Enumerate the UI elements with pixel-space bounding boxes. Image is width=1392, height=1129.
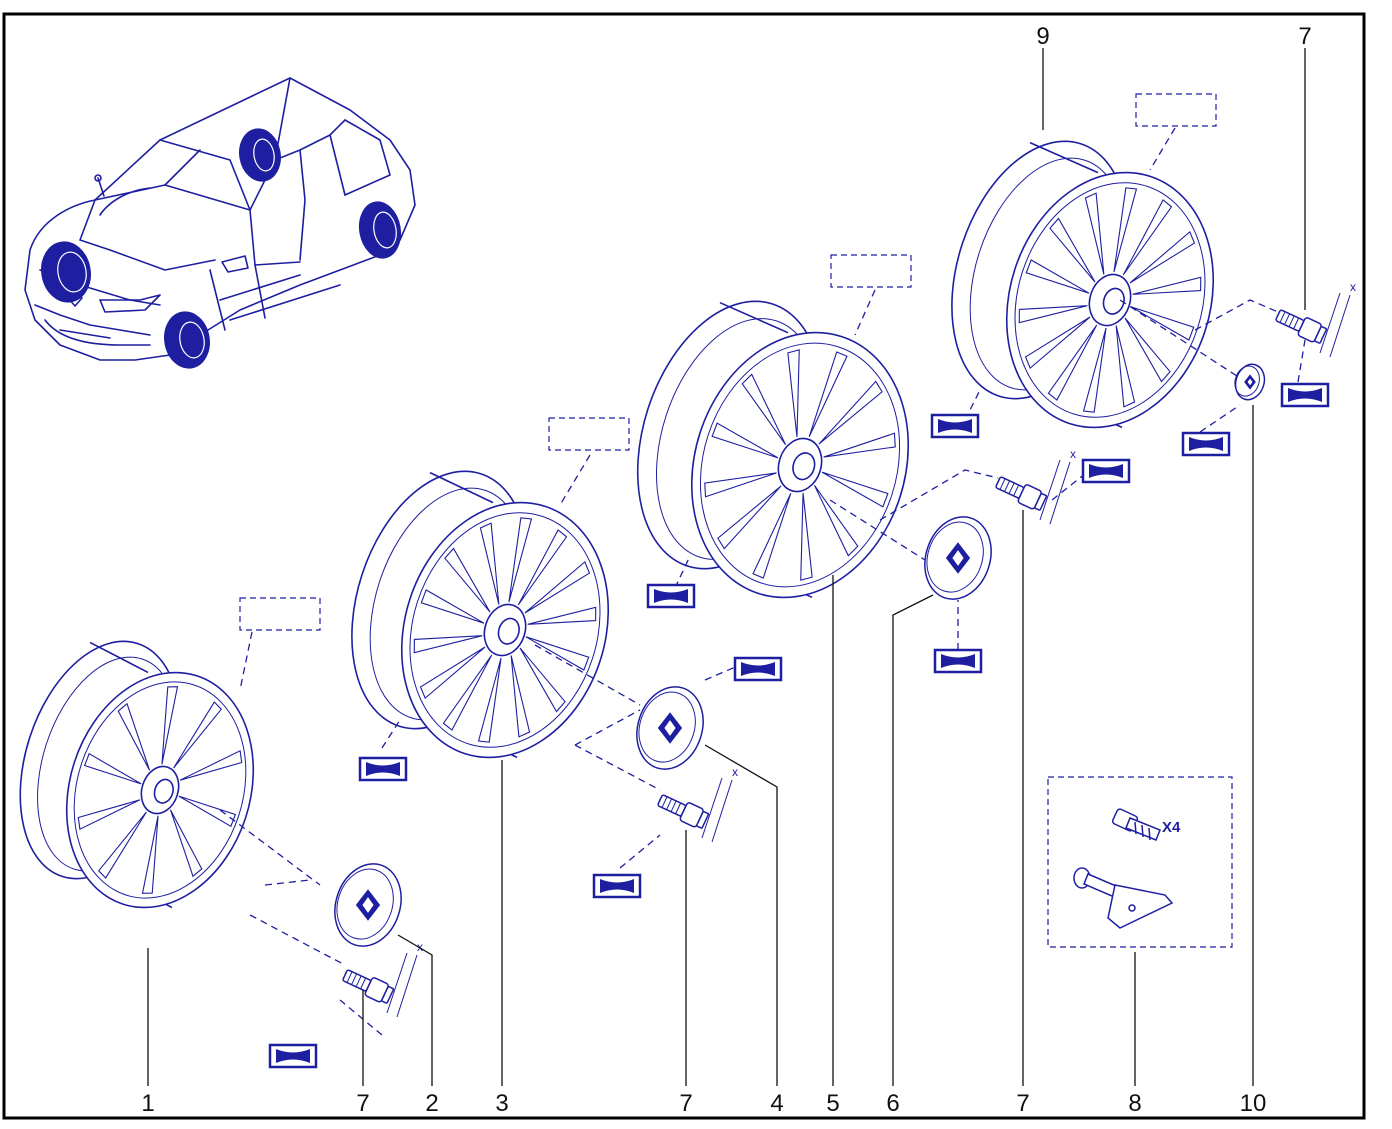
reference-box (930, 413, 980, 439)
leader-line (239, 631, 253, 691)
bolts-group: x x x x (342, 280, 1356, 1018)
wheel-bolt-a: x (342, 940, 423, 1018)
leader-line (381, 719, 401, 749)
reference-box (733, 656, 783, 682)
callout-8: 8 (1128, 1090, 1141, 1117)
leader-line (219, 809, 321, 886)
leader-line (559, 454, 591, 506)
wheels-group (19, 140, 1215, 909)
callout-3: 3 (495, 1090, 508, 1117)
wheel-bolt-b: x (657, 765, 738, 843)
reference-box (1081, 458, 1131, 484)
leader-line (1194, 299, 1279, 331)
reference-box-dashed (548, 417, 630, 451)
callout-2: 2 (425, 1090, 438, 1117)
lock-key-icon (1073, 867, 1174, 929)
kit-quantity-label: X4 (1162, 819, 1181, 836)
leader-line (1297, 339, 1306, 383)
wheel-bolt-d: x (1275, 280, 1356, 358)
torque-mark-a: x (417, 940, 423, 954)
lock-bolt-icon (1111, 808, 1161, 841)
car-illustration (24, 77, 416, 361)
callout-9: 9 (1036, 23, 1049, 50)
callout-7-c: 7 (1016, 1090, 1029, 1117)
leader-line (704, 664, 741, 681)
reference-box-dashed (239, 597, 321, 631)
leader-line (879, 469, 999, 521)
callout-5: 5 (826, 1090, 839, 1117)
callout-4: 4 (770, 1090, 783, 1117)
reference-box (592, 873, 642, 899)
diagram-border (2, 12, 1366, 1120)
reference-box (1280, 382, 1330, 408)
wheel-bolt-c: x (995, 447, 1076, 525)
hub-cap-6 (924, 516, 992, 600)
locking-kit: X4 (1047, 776, 1233, 948)
leader-lines (219, 127, 1306, 1036)
reference-box (268, 1043, 318, 1069)
reference-box (933, 648, 983, 674)
leader-line (534, 644, 641, 706)
reference-boxes (239, 93, 1330, 1069)
reference-box-dashed (830, 254, 912, 288)
callout-7-d: 7 (1298, 23, 1311, 50)
leader-line (674, 555, 691, 589)
leader-line (1149, 127, 1176, 171)
leader-line (1199, 404, 1241, 433)
torque-mark-b: x (732, 765, 738, 779)
callout-7-b: 7 (679, 1090, 692, 1117)
leader-line (619, 834, 661, 869)
torque-mark-d: x (1350, 280, 1356, 294)
reference-box (1181, 431, 1231, 457)
hub-cap-4 (636, 686, 704, 770)
hub-cap-2 (334, 863, 402, 947)
callout-10: 10 (1240, 1090, 1267, 1117)
wheel-9 (951, 140, 1215, 429)
reference-box (358, 756, 408, 782)
wheel-3 (351, 470, 610, 759)
leader-line (249, 914, 346, 966)
callout-6: 6 (886, 1090, 899, 1117)
reference-box-dashed (1135, 93, 1217, 127)
reference-box (646, 583, 696, 609)
hub-cap-10 (1234, 363, 1266, 401)
leader-line (574, 709, 641, 746)
leader-line (264, 879, 311, 886)
callout-1: 1 (141, 1090, 154, 1117)
torque-mark-c: x (1070, 447, 1076, 461)
car-wheels-rims (57, 138, 397, 359)
leader-line (854, 289, 876, 336)
callout-labels: 1 7 2 3 7 4 5 6 7 8 10 9 7 (141, 23, 1311, 1117)
leader-line (574, 744, 661, 791)
leader-line (339, 999, 383, 1036)
callout-lines (147, 48, 1306, 1086)
hub-caps-group (334, 363, 1266, 947)
wheel-5 (636, 300, 910, 599)
leader-line (829, 499, 926, 561)
wheel-1 (19, 640, 255, 909)
callout-7-a: 7 (356, 1090, 369, 1117)
